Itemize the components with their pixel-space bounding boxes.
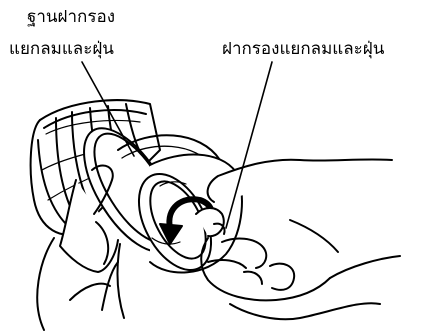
leader-line-cover [226,62,272,228]
right-hand [196,159,400,319]
